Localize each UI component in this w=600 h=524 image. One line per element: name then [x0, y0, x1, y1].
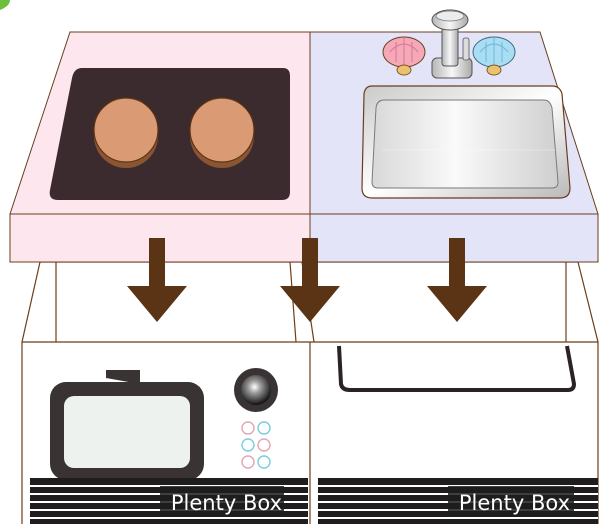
- right-box-label: Plenty Box: [459, 491, 570, 515]
- cooktop-icon: [50, 68, 290, 200]
- handle-bar-icon: [339, 346, 574, 390]
- sink-icon: [362, 86, 570, 198]
- burner-icon: [94, 98, 158, 168]
- burner-icon: [190, 98, 254, 168]
- dial-knob-icon: [234, 368, 278, 412]
- oven-icon: [50, 370, 204, 480]
- button-grid-icon: [242, 422, 270, 468]
- corner-mark: [0, 0, 10, 10]
- left-box-label: Plenty Box: [171, 491, 282, 515]
